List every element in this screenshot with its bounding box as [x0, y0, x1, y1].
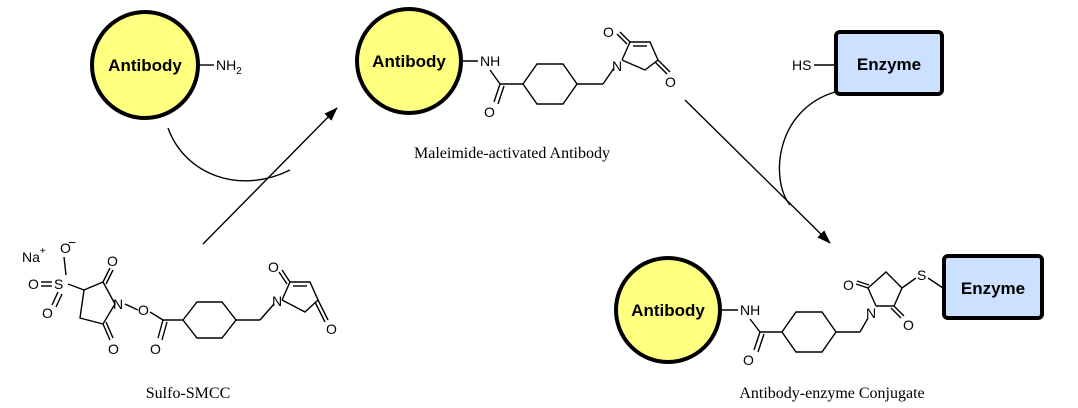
sulfur-label: S: [54, 276, 63, 292]
oxygen-label: O: [603, 24, 614, 40]
oxygen-label: O: [150, 341, 161, 357]
thiol-enzyme: HS Enzyme: [792, 30, 944, 96]
oxygen-label: O: [484, 104, 495, 120]
antibody-label: Antibody: [108, 56, 182, 75]
nh2-label: NH2: [216, 57, 242, 77]
enzyme-box: [942, 254, 1044, 320]
curved-arrow-thiol: [778, 91, 836, 206]
enzyme-label: Enzyme: [961, 279, 1025, 298]
enzyme-label: Enzyme: [857, 55, 921, 74]
nitrogen-label: N: [272, 293, 282, 309]
nh-label: NH: [740, 302, 760, 318]
oxygen-label: O: [665, 74, 676, 90]
caption-conjugate: Antibody-enzyme Conjugate: [739, 385, 924, 402]
oxygen-label: O: [107, 253, 118, 269]
enzyme-box: [834, 30, 944, 96]
oxygen-label: O: [108, 341, 119, 357]
oxygen-label: O: [743, 352, 754, 368]
caption-sulfo-smcc: Sulfo-SMCC: [146, 385, 230, 402]
antibody-amine: Antibody NH2: [90, 10, 242, 120]
antibody-enzyme-conjugate: Antibody NH O N O O S Enzyme: [614, 254, 1044, 368]
oxygen-label: O: [843, 277, 854, 293]
oxygen-label: O: [60, 240, 71, 256]
oxygen-label: O: [138, 302, 149, 318]
sulfo-smcc-structure: Na+ O − S O O O O N O O N: [22, 234, 337, 357]
oxygen-label: O: [326, 321, 337, 337]
oxygen-label: O: [28, 276, 39, 292]
arrow-conjugation: [684, 99, 831, 244]
antibody-label: Antibody: [372, 52, 446, 71]
sulfur-label: S: [917, 267, 926, 283]
nitrogen-label: N: [866, 305, 876, 321]
oxygen-label: O: [903, 317, 914, 333]
minus-label: −: [68, 234, 76, 250]
nitrogen-label: N: [113, 296, 123, 312]
arrow-activation: [202, 107, 338, 245]
sodium-label: Na+: [22, 246, 46, 265]
curved-arrow-amine: [167, 127, 291, 182]
nitrogen-label: N: [612, 58, 622, 74]
maleimide-activated-antibody: Antibody NH O N O O: [355, 7, 676, 120]
oxygen-label: O: [268, 259, 279, 275]
oxygen-label: O: [42, 305, 53, 321]
hs-label: HS: [792, 57, 811, 73]
caption-maleimide-antibody: Maleimide-activated Antibody: [414, 145, 610, 162]
nh-label: NH: [480, 53, 500, 69]
antibody-label: Antibody: [631, 301, 705, 320]
